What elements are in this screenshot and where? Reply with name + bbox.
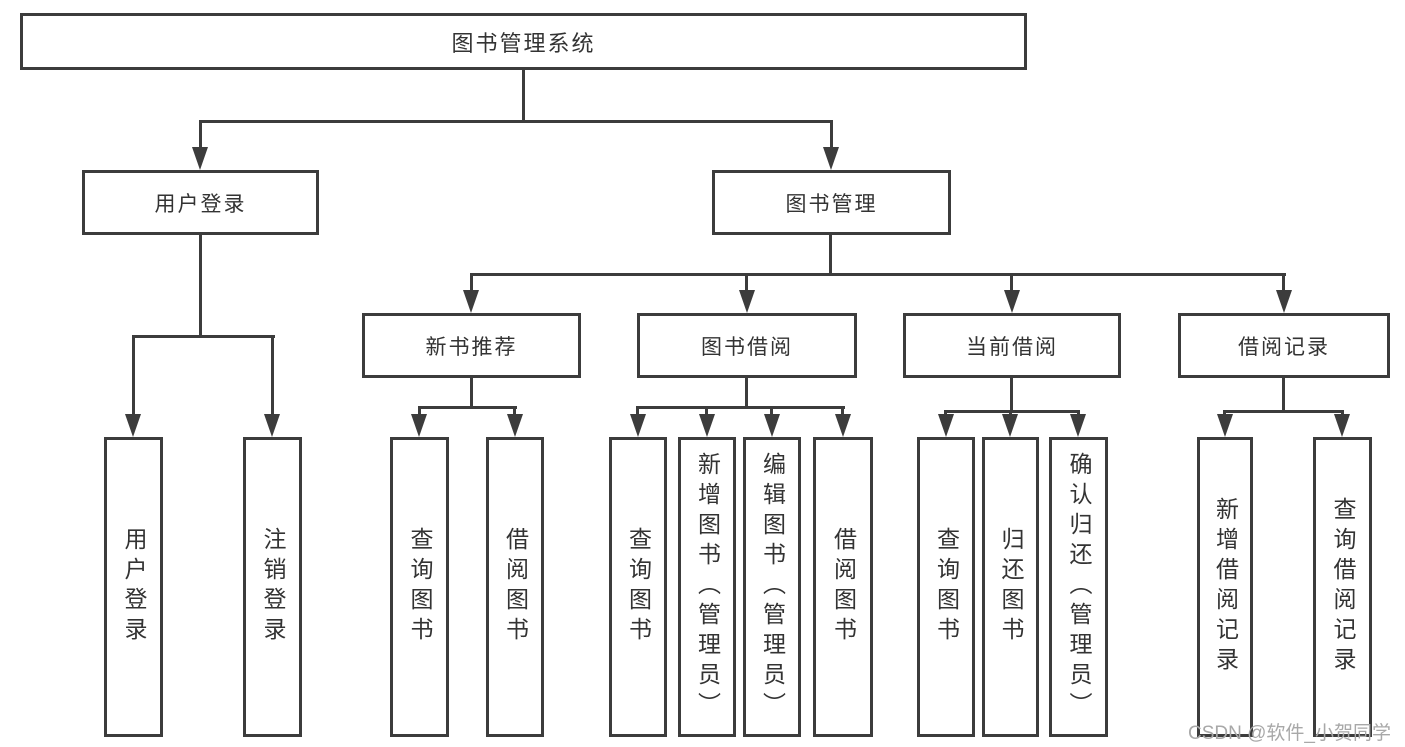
node-borrow-records: 借阅记录: [1178, 313, 1390, 378]
arrowhead-down-icon: [1070, 414, 1086, 437]
connector-line: [522, 70, 525, 122]
connector-line: [199, 235, 202, 337]
node-user-login: 用户登录: [82, 170, 319, 235]
node-book-borrowing: 图书借阅: [637, 313, 857, 378]
connector-line: [132, 335, 135, 417]
leaf-query-books: 查询图书: [917, 437, 975, 737]
connector-line: [745, 378, 748, 408]
arrowhead-down-icon: [411, 414, 427, 437]
arrowhead-down-icon: [1276, 290, 1292, 313]
connector-line: [470, 378, 473, 408]
connector-line: [841, 406, 844, 418]
csdn-watermark: CSDN @软件_小贺同学: [1188, 723, 1391, 744]
arrowhead-down-icon: [192, 147, 208, 170]
leaf-add-book-admin: 新增图书（管理员）: [678, 437, 736, 737]
leaf-edit-book-admin: 编辑图书（管理员）: [743, 437, 801, 737]
leaf-logout: 注销登录: [243, 437, 302, 737]
arrowhead-down-icon: [463, 290, 479, 313]
arrowhead-down-icon: [823, 147, 839, 170]
leaf-query-books: 查询图书: [609, 437, 667, 737]
arrowhead-down-icon: [1217, 414, 1233, 437]
arrowhead-down-icon: [630, 414, 646, 437]
arrowhead-down-icon: [938, 414, 954, 437]
connector-line: [418, 406, 421, 418]
arrowhead-down-icon: [125, 414, 141, 437]
leaf-query-borrow-record: 查询借阅记录: [1313, 437, 1372, 737]
connector-line: [470, 273, 473, 293]
connector-line: [418, 406, 517, 409]
connector-line: [132, 335, 275, 338]
arrowhead-down-icon: [1334, 414, 1350, 437]
arrowhead-down-icon: [264, 414, 280, 437]
connector-line: [636, 406, 845, 409]
connector-line: [199, 120, 202, 152]
connector-line: [1010, 273, 1013, 293]
leaf-user-login: 用户登录: [104, 437, 163, 737]
arrowhead-down-icon: [739, 290, 755, 313]
connector-line: [829, 235, 832, 275]
connector-line: [944, 410, 1080, 413]
connector-line: [830, 120, 833, 152]
leaf-borrow-books: 借阅图书: [813, 437, 873, 737]
node-current-borrowing: 当前借阅: [903, 313, 1121, 378]
arrowhead-down-icon: [699, 414, 715, 437]
connector-line: [1010, 378, 1013, 412]
leaf-borrow-books: 借阅图书: [486, 437, 544, 737]
connector-line: [1282, 273, 1285, 293]
leaf-query-books: 查询图书: [390, 437, 449, 737]
connector-line: [470, 273, 1286, 276]
arrowhead-down-icon: [1002, 414, 1018, 437]
connector-line: [513, 406, 516, 418]
connector-line: [770, 406, 773, 418]
node-book-management: 图书管理: [712, 170, 951, 235]
node-library-management-system: 图书管理系统: [20, 13, 1027, 70]
connector-line: [199, 120, 833, 123]
node-new-book-recommend: 新书推荐: [362, 313, 581, 378]
arrowhead-down-icon: [1004, 290, 1020, 313]
leaf-add-borrow-record: 新增借阅记录: [1197, 437, 1253, 737]
connector-line: [745, 273, 748, 293]
connector-line: [1282, 378, 1285, 412]
connector-line: [1223, 410, 1344, 413]
arrowhead-down-icon: [764, 414, 780, 437]
leaf-return-books: 归还图书: [982, 437, 1039, 737]
connector-line: [271, 335, 274, 417]
arrowhead-down-icon: [507, 414, 523, 437]
connector-line: [705, 406, 708, 418]
arrowhead-down-icon: [835, 414, 851, 437]
leaf-confirm-return-admin: 确认归还（管理员）: [1049, 437, 1108, 737]
connector-line: [636, 406, 639, 418]
